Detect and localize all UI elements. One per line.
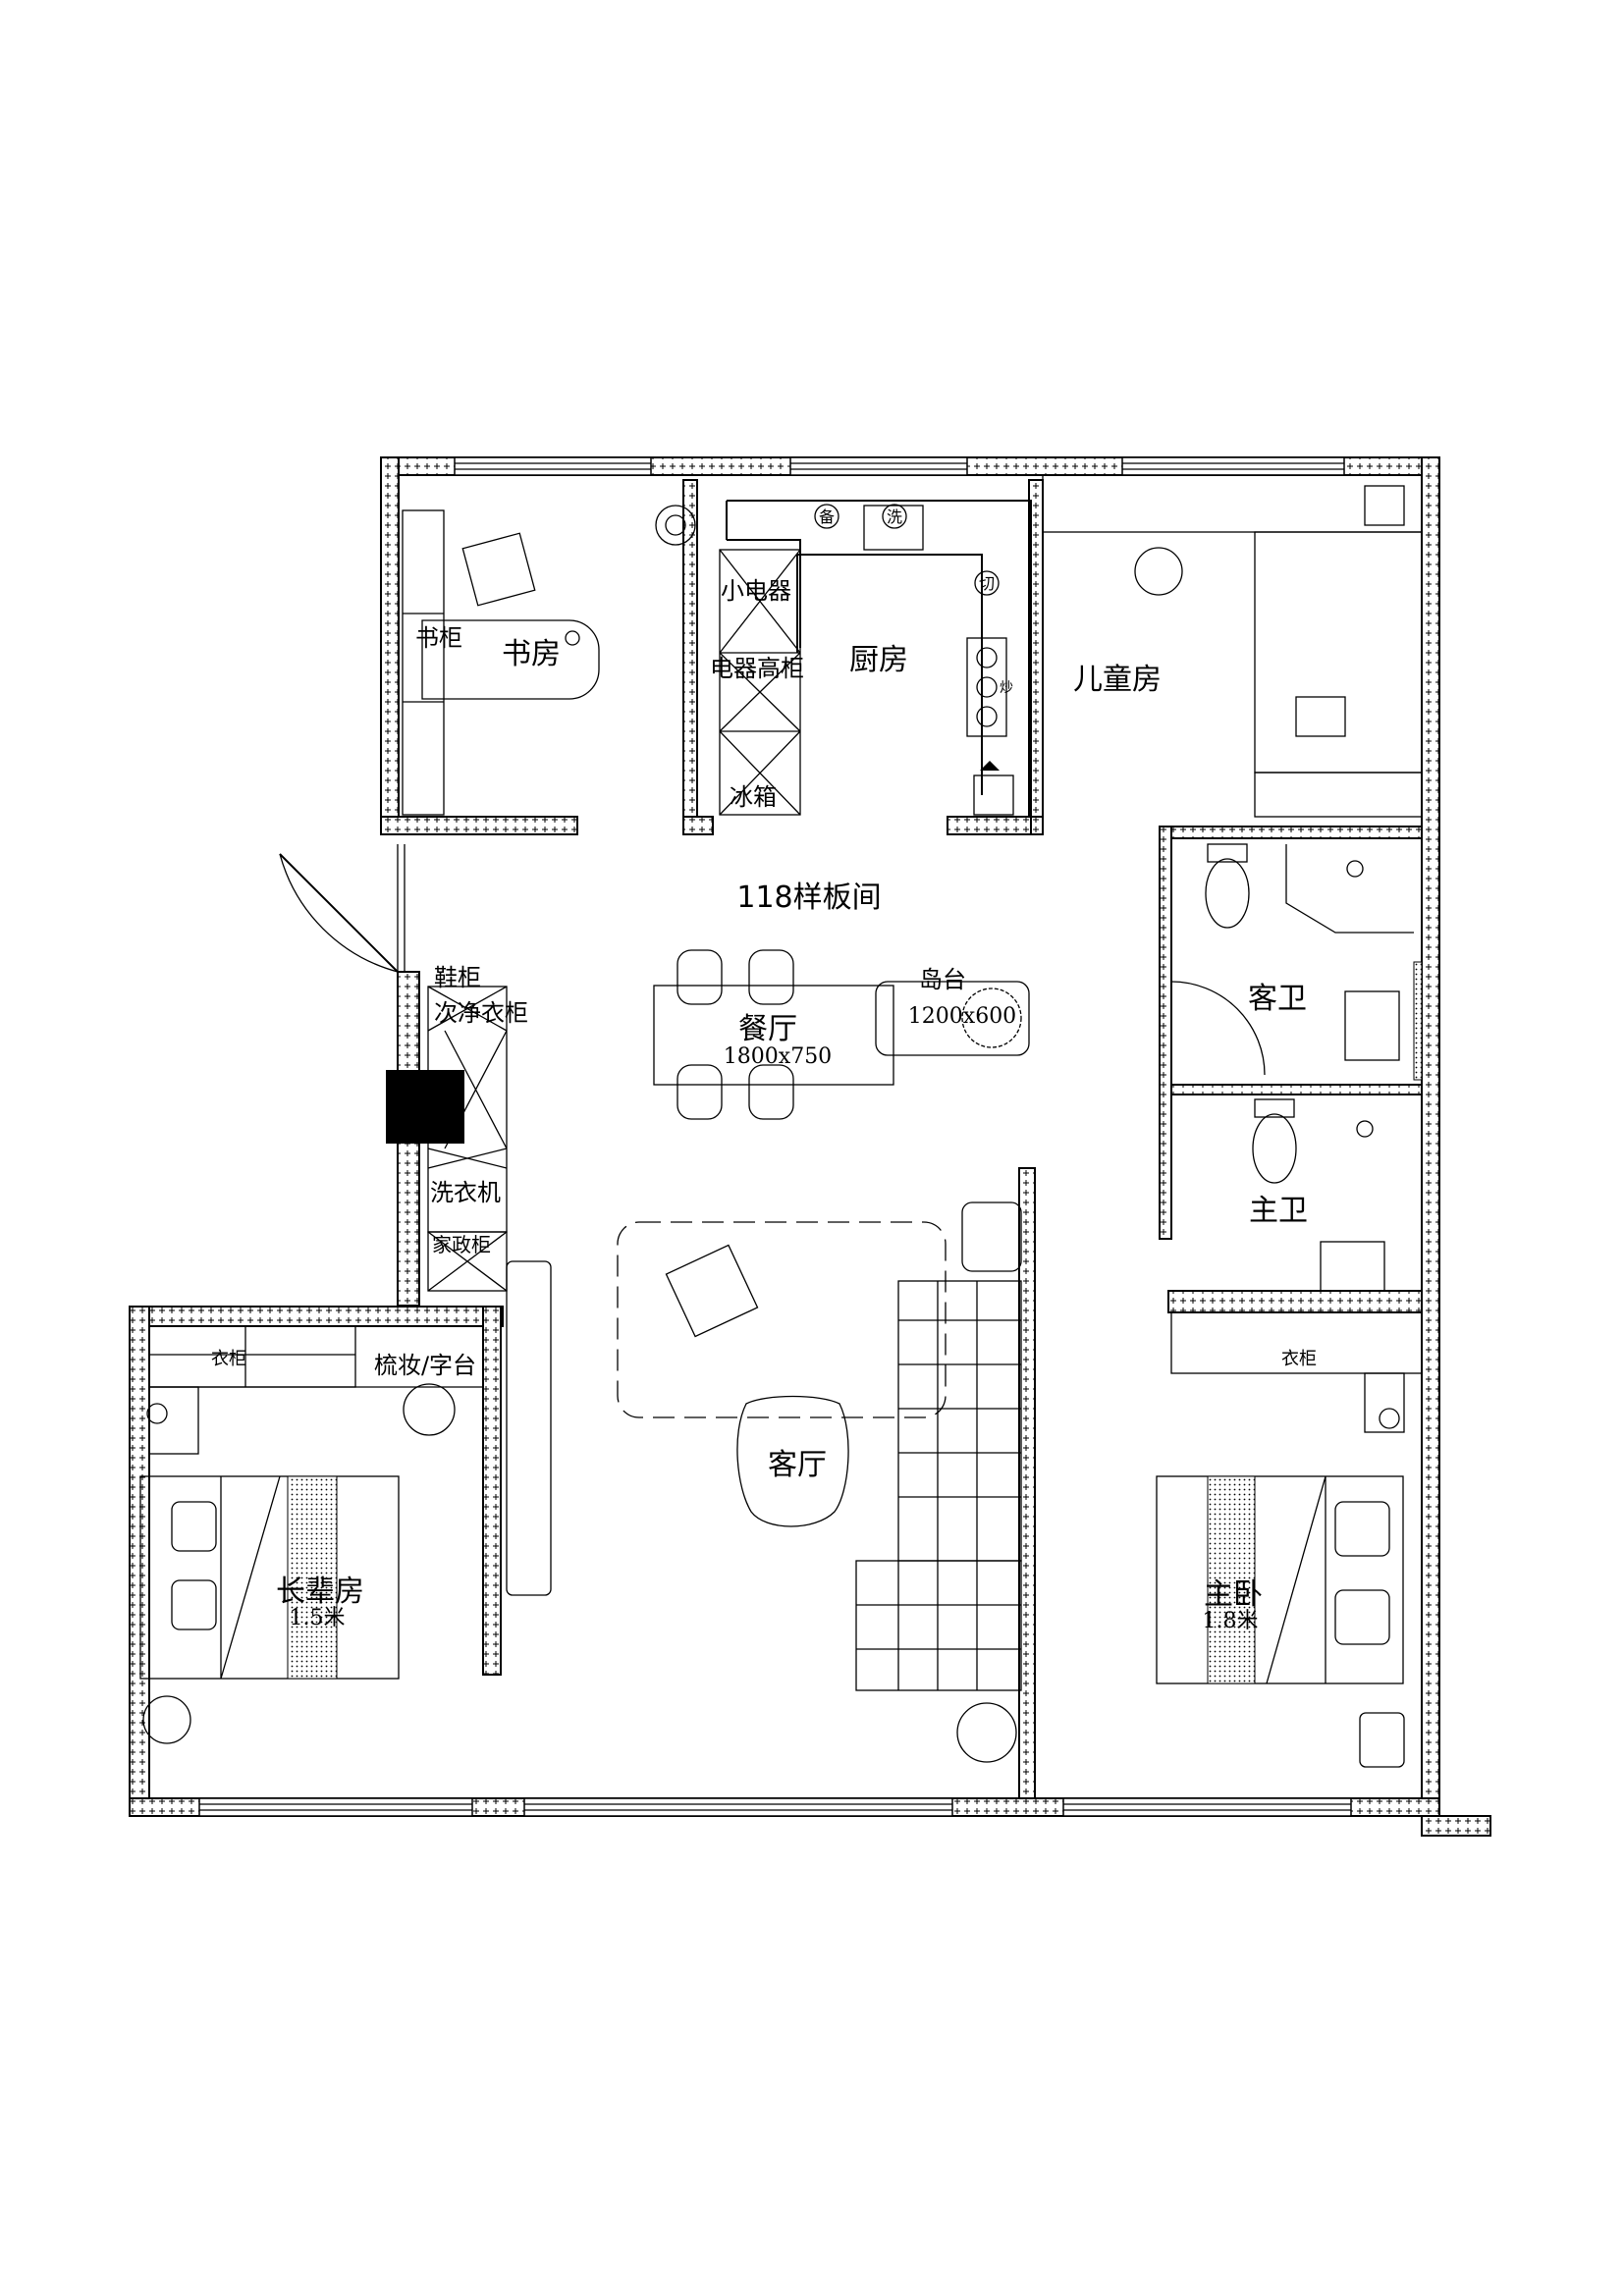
label-wardrobe-right: 衣柜 — [1281, 1349, 1317, 1369]
bathroom-fixtures — [1170, 843, 1423, 1292]
plan-title: 118样板间 — [736, 881, 881, 915]
label-clean-wardrobe: 次净衣柜 — [434, 999, 528, 1027]
label-kitchen: 厨房 — [849, 643, 908, 677]
label-washing-machine: 洗衣机 — [430, 1179, 501, 1206]
room-labels: 118样板间 书房 厨房 儿童房 餐厅 1800x750 岛台 1200x600… — [211, 507, 1317, 1633]
label-living: 客厅 — [768, 1448, 827, 1482]
dining-set — [653, 949, 1030, 1120]
living-furniture — [617, 1201, 1022, 1763]
entry-door[interactable] — [279, 844, 406, 973]
label-master-bath: 主卫 — [1249, 1194, 1308, 1228]
label-appliance-cabinet: 电器高柜 — [710, 655, 804, 682]
label-guest-bath: 客卫 — [1248, 982, 1307, 1016]
label-elder-room: 长辈房 — [276, 1575, 364, 1609]
label-study: 书房 — [502, 637, 561, 671]
label-shoe-cabinet: 鞋柜 — [434, 964, 481, 991]
elder-room-furniture — [139, 1325, 483, 1744]
master-bedroom-furniture — [1156, 1311, 1423, 1768]
windows — [198, 456, 1352, 1817]
label-island-size: 1200x600 — [908, 1004, 1016, 1029]
label-master-bedroom: 主卧 — [1204, 1577, 1263, 1612]
label-dining-size: 1800x750 — [724, 1044, 832, 1069]
study-furniture — [402, 505, 696, 816]
kids-room-furniture — [1042, 474, 1423, 818]
label-dressing-desk: 梳妆/字台 — [374, 1352, 476, 1379]
label-prep: 备 — [819, 507, 835, 526]
label-bookcase: 书柜 — [415, 624, 462, 652]
label-elder-bed: 1.5米 — [290, 1606, 346, 1630]
label-kids-room: 儿童房 — [1073, 663, 1162, 697]
label-island: 岛台 — [919, 966, 966, 993]
label-wash: 洗 — [887, 507, 902, 526]
label-small-appliances: 小电器 — [721, 577, 791, 605]
label-housekeeping-cabinet: 家政柜 — [432, 1233, 491, 1256]
label-fry: 炒 — [1000, 680, 1013, 696]
label-dining: 餐厅 — [738, 1012, 797, 1046]
label-cut: 切 — [979, 574, 995, 593]
label-fridge: 冰箱 — [730, 783, 777, 811]
kitchen-furniture — [719, 500, 1032, 834]
label-master-bed: 1.8米 — [1203, 1609, 1259, 1633]
structural-column — [386, 1070, 464, 1144]
entry-cabinets — [427, 986, 552, 1596]
label-wardrobe-left: 衣柜 — [211, 1349, 246, 1369]
